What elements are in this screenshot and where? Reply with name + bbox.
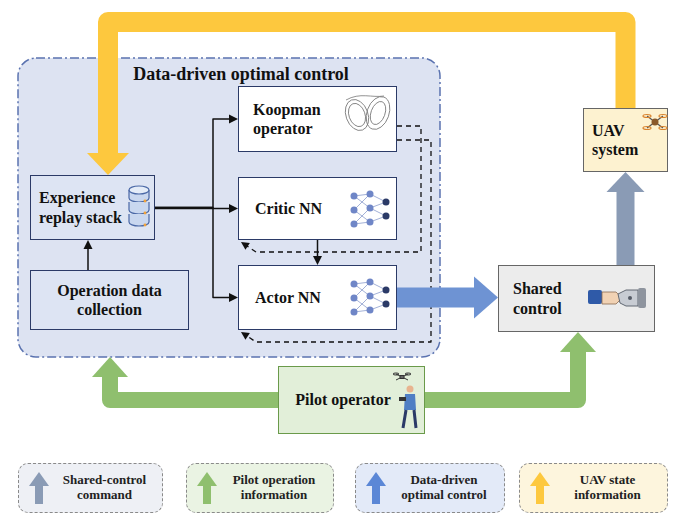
legend-arrow — [195, 470, 219, 506]
connector — [155, 208, 230, 210]
neural-net-icon — [351, 191, 390, 228]
legend-item: Data-driven optimal control — [355, 463, 505, 513]
arrow-head — [313, 256, 322, 265]
panel-heading: Data-driven optimal control — [18, 58, 440, 86]
connector-group — [155, 204, 238, 213]
flow-arrow — [397, 288, 475, 308]
arrow-head — [560, 332, 596, 352]
legend-item: Shared-control command — [18, 463, 163, 513]
box-label: Shared control — [513, 279, 589, 317]
legend-arrow — [27, 470, 51, 506]
box-label: Pilot operator — [293, 390, 393, 409]
connector-group — [313, 240, 322, 265]
arrow-head — [229, 293, 238, 302]
system-box: UAV system — [583, 108, 668, 172]
connector-group — [92, 357, 278, 400]
arrow-head — [87, 153, 129, 175]
arrow-head — [229, 204, 238, 213]
connector-group — [84, 240, 93, 270]
connector-group — [155, 115, 238, 208]
connector-group — [397, 277, 498, 319]
process-box: Critic NN — [238, 177, 397, 240]
box-label: Koopman operator — [253, 100, 338, 138]
legend-label: UAV state information — [552, 473, 663, 503]
database-icon — [129, 186, 149, 226]
process-box: Koopman operator — [238, 86, 397, 152]
process-box: Actor NN — [238, 265, 397, 330]
region-outline — [18, 58, 440, 357]
arrow-head — [229, 115, 238, 124]
connector — [155, 119, 230, 208]
legend-label: Data-driven optimal control — [388, 473, 500, 503]
arrow-head — [241, 332, 250, 340]
legend-arrow — [364, 470, 388, 506]
box-label: Operation data collection — [35, 281, 184, 319]
legend-label: Pilot operation information — [219, 473, 329, 503]
connector — [87, 248, 89, 270]
pilot-icon — [393, 373, 416, 428]
legend-label: Shared-control command — [51, 473, 158, 503]
drone-icon — [643, 115, 667, 130]
arrow-head — [474, 277, 498, 319]
legend-item: Pilot operation information — [186, 463, 334, 513]
connector-group — [87, 22, 626, 175]
attractor-icon — [341, 93, 394, 134]
region-panel: Data-driven optimal controlExperience re… — [18, 58, 440, 357]
flow-arrow — [110, 376, 278, 400]
box-label: UAV system — [592, 121, 644, 159]
legend-item: UAV state information — [519, 463, 668, 513]
box-label: Experience replay stack — [39, 188, 127, 226]
process-box: Experience replay stack — [30, 175, 155, 240]
legend-arrow — [528, 470, 552, 506]
neural-net-icon — [351, 279, 390, 316]
arrow-head — [92, 357, 128, 377]
box-label: Actor NN — [255, 288, 350, 307]
arrow-head — [607, 172, 645, 192]
connector — [317, 240, 319, 257]
actor-box: Pilot operator — [278, 366, 425, 434]
flow-arrow — [108, 22, 626, 154]
flow-arrow — [425, 351, 578, 400]
arrow-head — [241, 242, 250, 250]
arrow-head — [84, 240, 93, 249]
handshake-icon — [588, 288, 646, 308]
process-box: Shared control — [498, 265, 655, 332]
flow-arrow — [617, 191, 635, 265]
process-box: Operation data collection — [30, 270, 189, 330]
connector-group — [607, 172, 645, 265]
box-label: Critic NN — [255, 199, 350, 218]
connector-group — [425, 332, 596, 400]
